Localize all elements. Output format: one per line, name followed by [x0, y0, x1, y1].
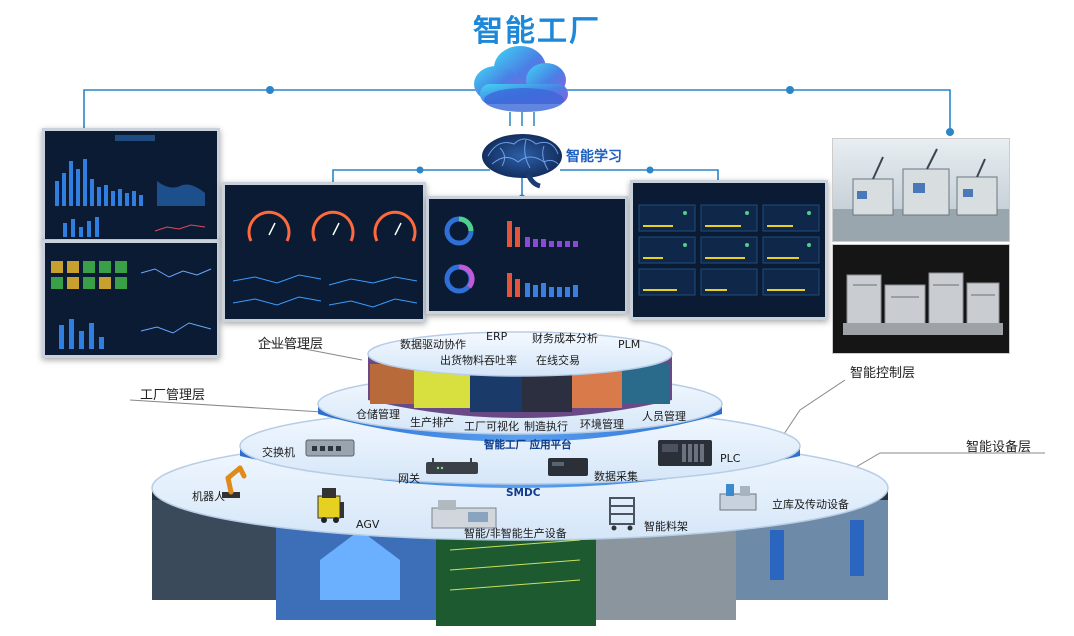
layer-label-factory: 工厂管理层 — [140, 388, 206, 403]
platform-label: 智能工厂 应用平台 — [484, 439, 572, 451]
gateway-icon — [426, 458, 478, 474]
brain-label: 智能学习 — [566, 149, 622, 165]
device-item-warehouse-conveyor: 立库及传动设备 — [772, 498, 849, 511]
control-item-gateway: 网关 — [398, 472, 420, 485]
data-collector-icon — [548, 458, 588, 476]
dashboard-donuts — [426, 196, 628, 314]
dashboard-bar-charts — [42, 128, 220, 242]
layer-label-control: 智能控制层 — [850, 366, 916, 381]
factory-photo-assembly-model — [832, 244, 1010, 354]
dashboard-status-tiles — [42, 240, 220, 358]
device-item-agv: AGV — [356, 518, 380, 531]
enterprise-item: 财务成本分析 — [532, 332, 598, 345]
factory-item: 仓储管理 — [356, 408, 400, 421]
switch-icon — [305, 439, 355, 457]
production-equipment-icon — [431, 500, 497, 529]
device-item-production-equipment: 智能/非智能生产设备 — [464, 527, 567, 540]
control-item-plc: PLC — [720, 452, 741, 465]
smdc-label: SMDC — [506, 487, 541, 499]
enterprise-item: PLM — [618, 338, 641, 351]
factory-item: 人员管理 — [642, 410, 686, 423]
enterprise-item: ERP — [486, 330, 508, 343]
warehouse-conveyor-icon — [719, 484, 757, 511]
control-item-data-collection: 数据采集 — [594, 470, 638, 483]
robot-arm-icon — [222, 465, 247, 498]
device-item-smart-rack: 智能料架 — [644, 520, 688, 533]
smart-rack-icon — [609, 497, 635, 531]
cloud-icon — [474, 46, 568, 126]
enterprise-item: 在线交易 — [536, 354, 580, 367]
plc-icon — [658, 440, 712, 466]
layer-label-device: 智能设备层 — [966, 440, 1032, 455]
dashboard-gauges — [222, 182, 426, 322]
brain-icon — [482, 134, 562, 189]
page-title: 智能工厂 — [473, 14, 601, 49]
device-item-robot: 机器人 — [192, 490, 225, 503]
factory-item: 生产排产 — [410, 416, 454, 429]
control-item-switch: 交换机 — [262, 446, 295, 459]
factory-item: 环境管理 — [580, 418, 624, 431]
factory-photo-robot-line — [832, 138, 1010, 242]
enterprise-item: 出货物料吞吐率 — [440, 354, 517, 367]
factory-item: 制造执行 — [524, 420, 568, 433]
agv-icon — [317, 488, 344, 523]
enterprise-item: 数据驱动协作 — [400, 338, 466, 351]
layer-label-enterprise: 企业管理层 — [258, 337, 324, 352]
factory-item: 工厂可视化 — [464, 420, 519, 433]
dashboard-metrics-grid — [630, 180, 828, 320]
